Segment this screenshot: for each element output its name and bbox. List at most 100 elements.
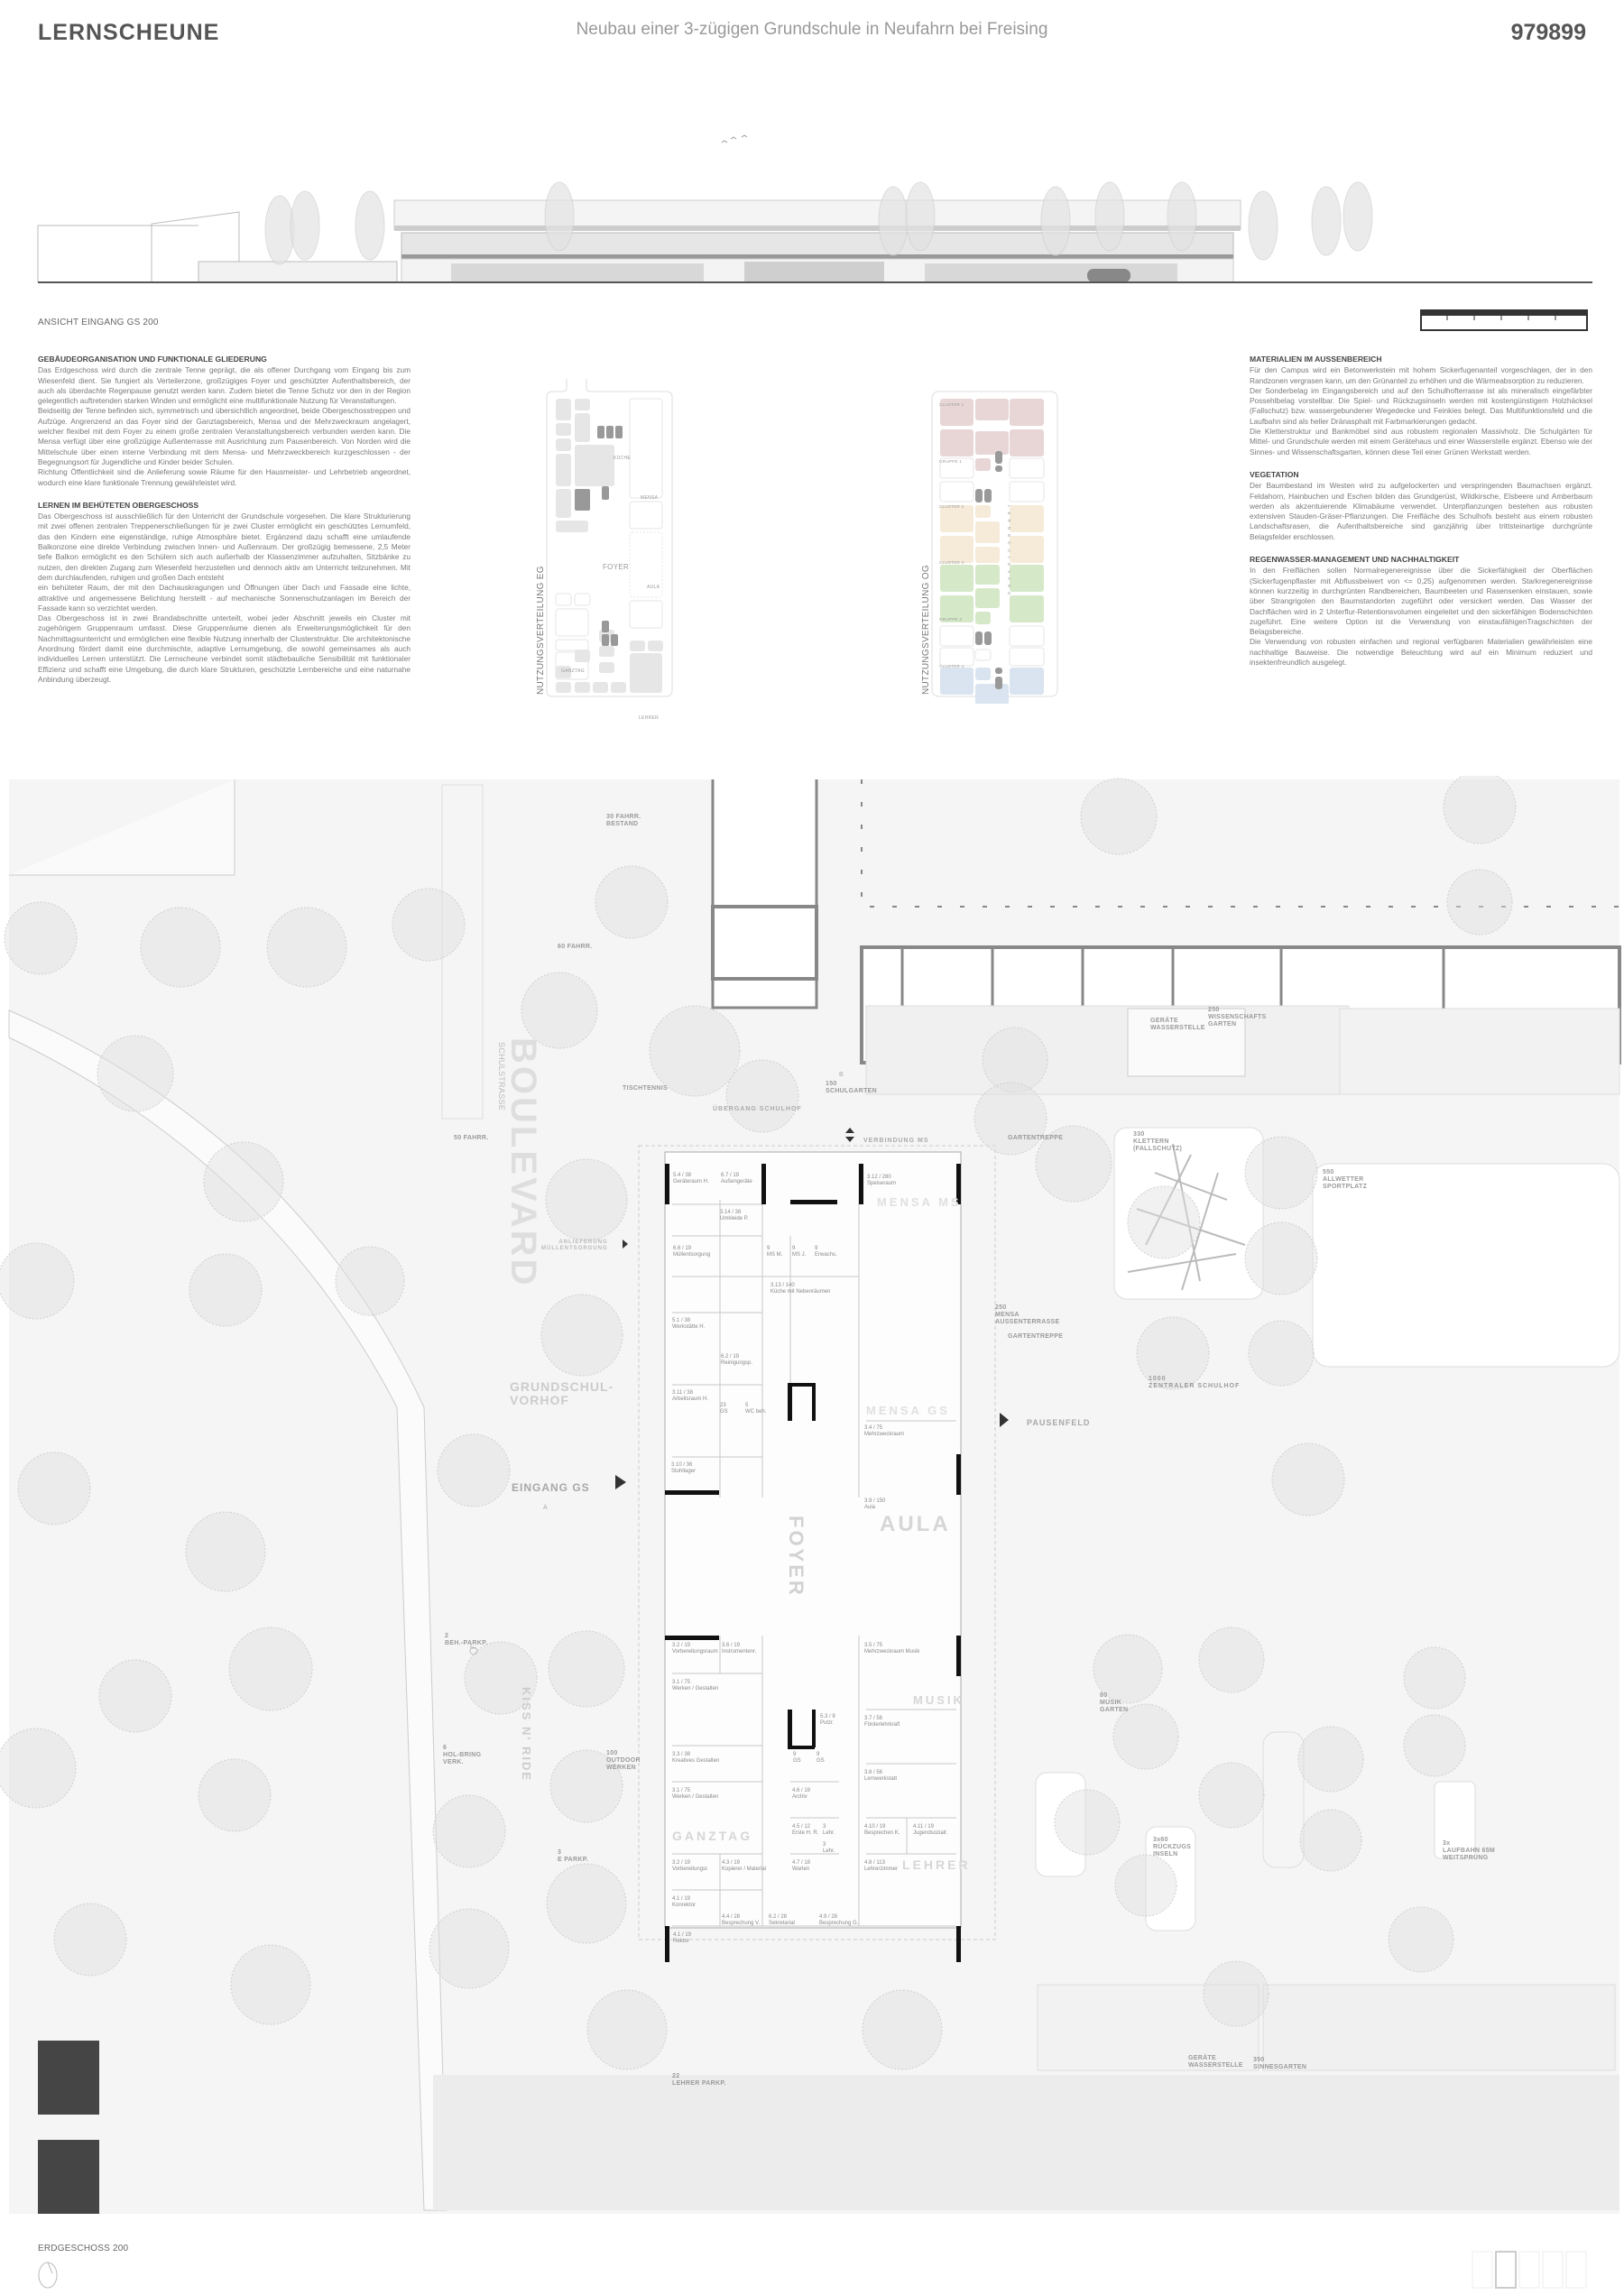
tree-icon [595, 865, 669, 939]
paragraph: In den Freiflächen sollen Normalregenere… [1250, 566, 1592, 637]
room-label: 4.10 / 19 Besprechen K. [864, 1824, 900, 1836]
room-label: 5 WC beh. [745, 1403, 767, 1415]
scale-bar-icon [1420, 309, 1588, 331]
legend-block [38, 2041, 99, 2115]
room-label: 4.5 / 12 Erste H. R. [792, 1824, 819, 1836]
paragraph: Die Kletterstruktur und Bankmöbel sind a… [1250, 427, 1592, 456]
tree-icon [1136, 1316, 1210, 1390]
tree-icon [1198, 1627, 1265, 1693]
section-marker-b: B [839, 1072, 844, 1078]
entry-number: 979899 [1510, 20, 1586, 45]
tree-icon [53, 1903, 127, 1977]
diagram-cell [1010, 595, 1044, 622]
tree-icon [203, 1141, 284, 1222]
tree-icon [1035, 1125, 1112, 1203]
tree-icon [1299, 1809, 1362, 1872]
site-label: GARTENTREPPE [1008, 1135, 1064, 1141]
tree-icon [1297, 1726, 1364, 1793]
section-heading: MATERIALIEN IM AUSSENBEREICH [1250, 355, 1382, 364]
room-label: 3 Lehr. [823, 1842, 835, 1854]
wheelchair-icon [469, 1644, 478, 1655]
room-label: 3.2 / 19 Vorbereitungsraum [672, 1643, 718, 1654]
room-label: 5.1 / 38 Werkstätte H. [672, 1318, 706, 1330]
tree-icon [189, 1253, 263, 1327]
tree-icon [1114, 1854, 1177, 1917]
label-uebergang-schulhof: ÜBERGANG SCHULHOF [713, 1106, 802, 1112]
site-label: GERÄTE WASSERSTELLE [1188, 2055, 1243, 2069]
tree-icon [266, 907, 347, 988]
diagram-cell [975, 668, 991, 680]
tree-icon [1248, 1320, 1315, 1387]
diagram-cell [939, 457, 974, 479]
label-verbindung-ms: VERBINDUNG MS [863, 1138, 929, 1144]
room-label: 4.11 / 19 Jugendsozialr. [913, 1824, 948, 1836]
label-aula: AULA [880, 1512, 951, 1536]
room-label: 3.5 / 75 Mehrzweckraum Musik [864, 1643, 920, 1654]
site-label: 3x60 RÜCKZUGS INSELN [1153, 1837, 1192, 1857]
tree-icon [185, 1511, 266, 1592]
tree-icon [0, 1728, 77, 1809]
site-plan-drawing [0, 776, 1621, 2211]
diagram-cell [940, 565, 973, 592]
tree-icon [1244, 1221, 1318, 1295]
room-label: 4.7 / 18 Warten [792, 1860, 811, 1872]
neighbor-building [37, 211, 398, 283]
tree-icon [464, 1641, 538, 1715]
eg-label-lehrer: LEHRER [639, 715, 660, 721]
diagram-cell [1010, 505, 1044, 532]
section-heading: LERNEN IM BEHÜTETEN OBERGESCHOSS [38, 500, 199, 510]
project-subtitle: Neubau einer 3-zügigen Grundschule in Ne… [576, 20, 1048, 39]
tree-icon [548, 1630, 625, 1708]
room-label: 3.10 / 36 Stuhllager [671, 1462, 697, 1474]
site-label: 2 BEH.-PARKP. [445, 1633, 488, 1646]
diagram-cell [1009, 481, 1045, 502]
tree-icon [335, 1246, 405, 1316]
site-label: 250 MENSA AUSSENTERRASSE [995, 1304, 1060, 1325]
diagram-cell [984, 489, 992, 502]
tree-icon [545, 1158, 628, 1241]
room-label: 5.4 / 38 Geräteraum H. [673, 1173, 709, 1184]
tree-icon [1112, 1703, 1179, 1770]
og-label-cluster3: CLUSTER 3 [939, 560, 964, 565]
tree-icon [437, 1433, 511, 1507]
room-label: 6.2 / 28 Sekretariat [769, 1914, 796, 1926]
tree-icon [905, 181, 936, 252]
tree-icon [982, 1027, 1048, 1093]
diagram-cell [1010, 429, 1044, 456]
paragraph: Das Obergeschoss ist ausschließlich für … [38, 512, 411, 582]
room-label: 4.1 / 19 Konrektor [672, 1896, 697, 1908]
label-ganztag: GANZTAG [672, 1829, 753, 1843]
tree-icon [1080, 778, 1158, 855]
room-label: 4.6 / 19 Archiv [792, 1788, 811, 1800]
site-label: 6 HOL-BRING VERK. [443, 1745, 482, 1765]
og-label-cluster4: CLUSTER 4 [939, 664, 964, 668]
diagram-cell [940, 595, 973, 622]
room-label: 9 Erwachs. [815, 1246, 837, 1258]
tree-icon [1198, 1762, 1265, 1829]
tree-icon [546, 1863, 627, 1944]
sports-field [1312, 1163, 1620, 1368]
room-label: 4.8 / 113 Lehrerzimmer [864, 1860, 899, 1872]
diagram-cell [1010, 668, 1044, 695]
tree-icon [549, 1749, 623, 1823]
diagram-cell [1010, 399, 1044, 426]
tree-icon [1203, 1960, 1269, 2027]
og-label-cluster1: CLUSTER 1 [939, 402, 964, 407]
diagram-cell [940, 399, 973, 426]
room-label: 9 GS [793, 1752, 801, 1764]
tree-icon [1094, 181, 1125, 252]
diagram-cell [975, 431, 1009, 455]
room-label: 3.8 / 56 Lernwerkstatt [864, 1770, 898, 1782]
triangle-right-icon [1000, 1413, 1009, 1427]
tree-icon [432, 1794, 506, 1868]
label-zentraler-schulhof: 1000 ZENTRALER SCHULHOF [1149, 1376, 1241, 1389]
room-label: 3 Lehr. [823, 1824, 835, 1836]
tree-icon [1403, 1646, 1466, 1710]
diagram-cell [975, 399, 1009, 420]
diagram-cell [975, 547, 1000, 563]
section-obergeschoss: LERNEN IM BEHÜTETEN OBERGESCHOSS Das Obe… [38, 501, 411, 685]
tree-icon [1093, 1634, 1163, 1704]
bird-icons [721, 134, 748, 143]
room-label: 3.13 / 140 Küche mit Nebenräumen [770, 1283, 831, 1295]
section-marker-a: A [543, 1505, 549, 1511]
